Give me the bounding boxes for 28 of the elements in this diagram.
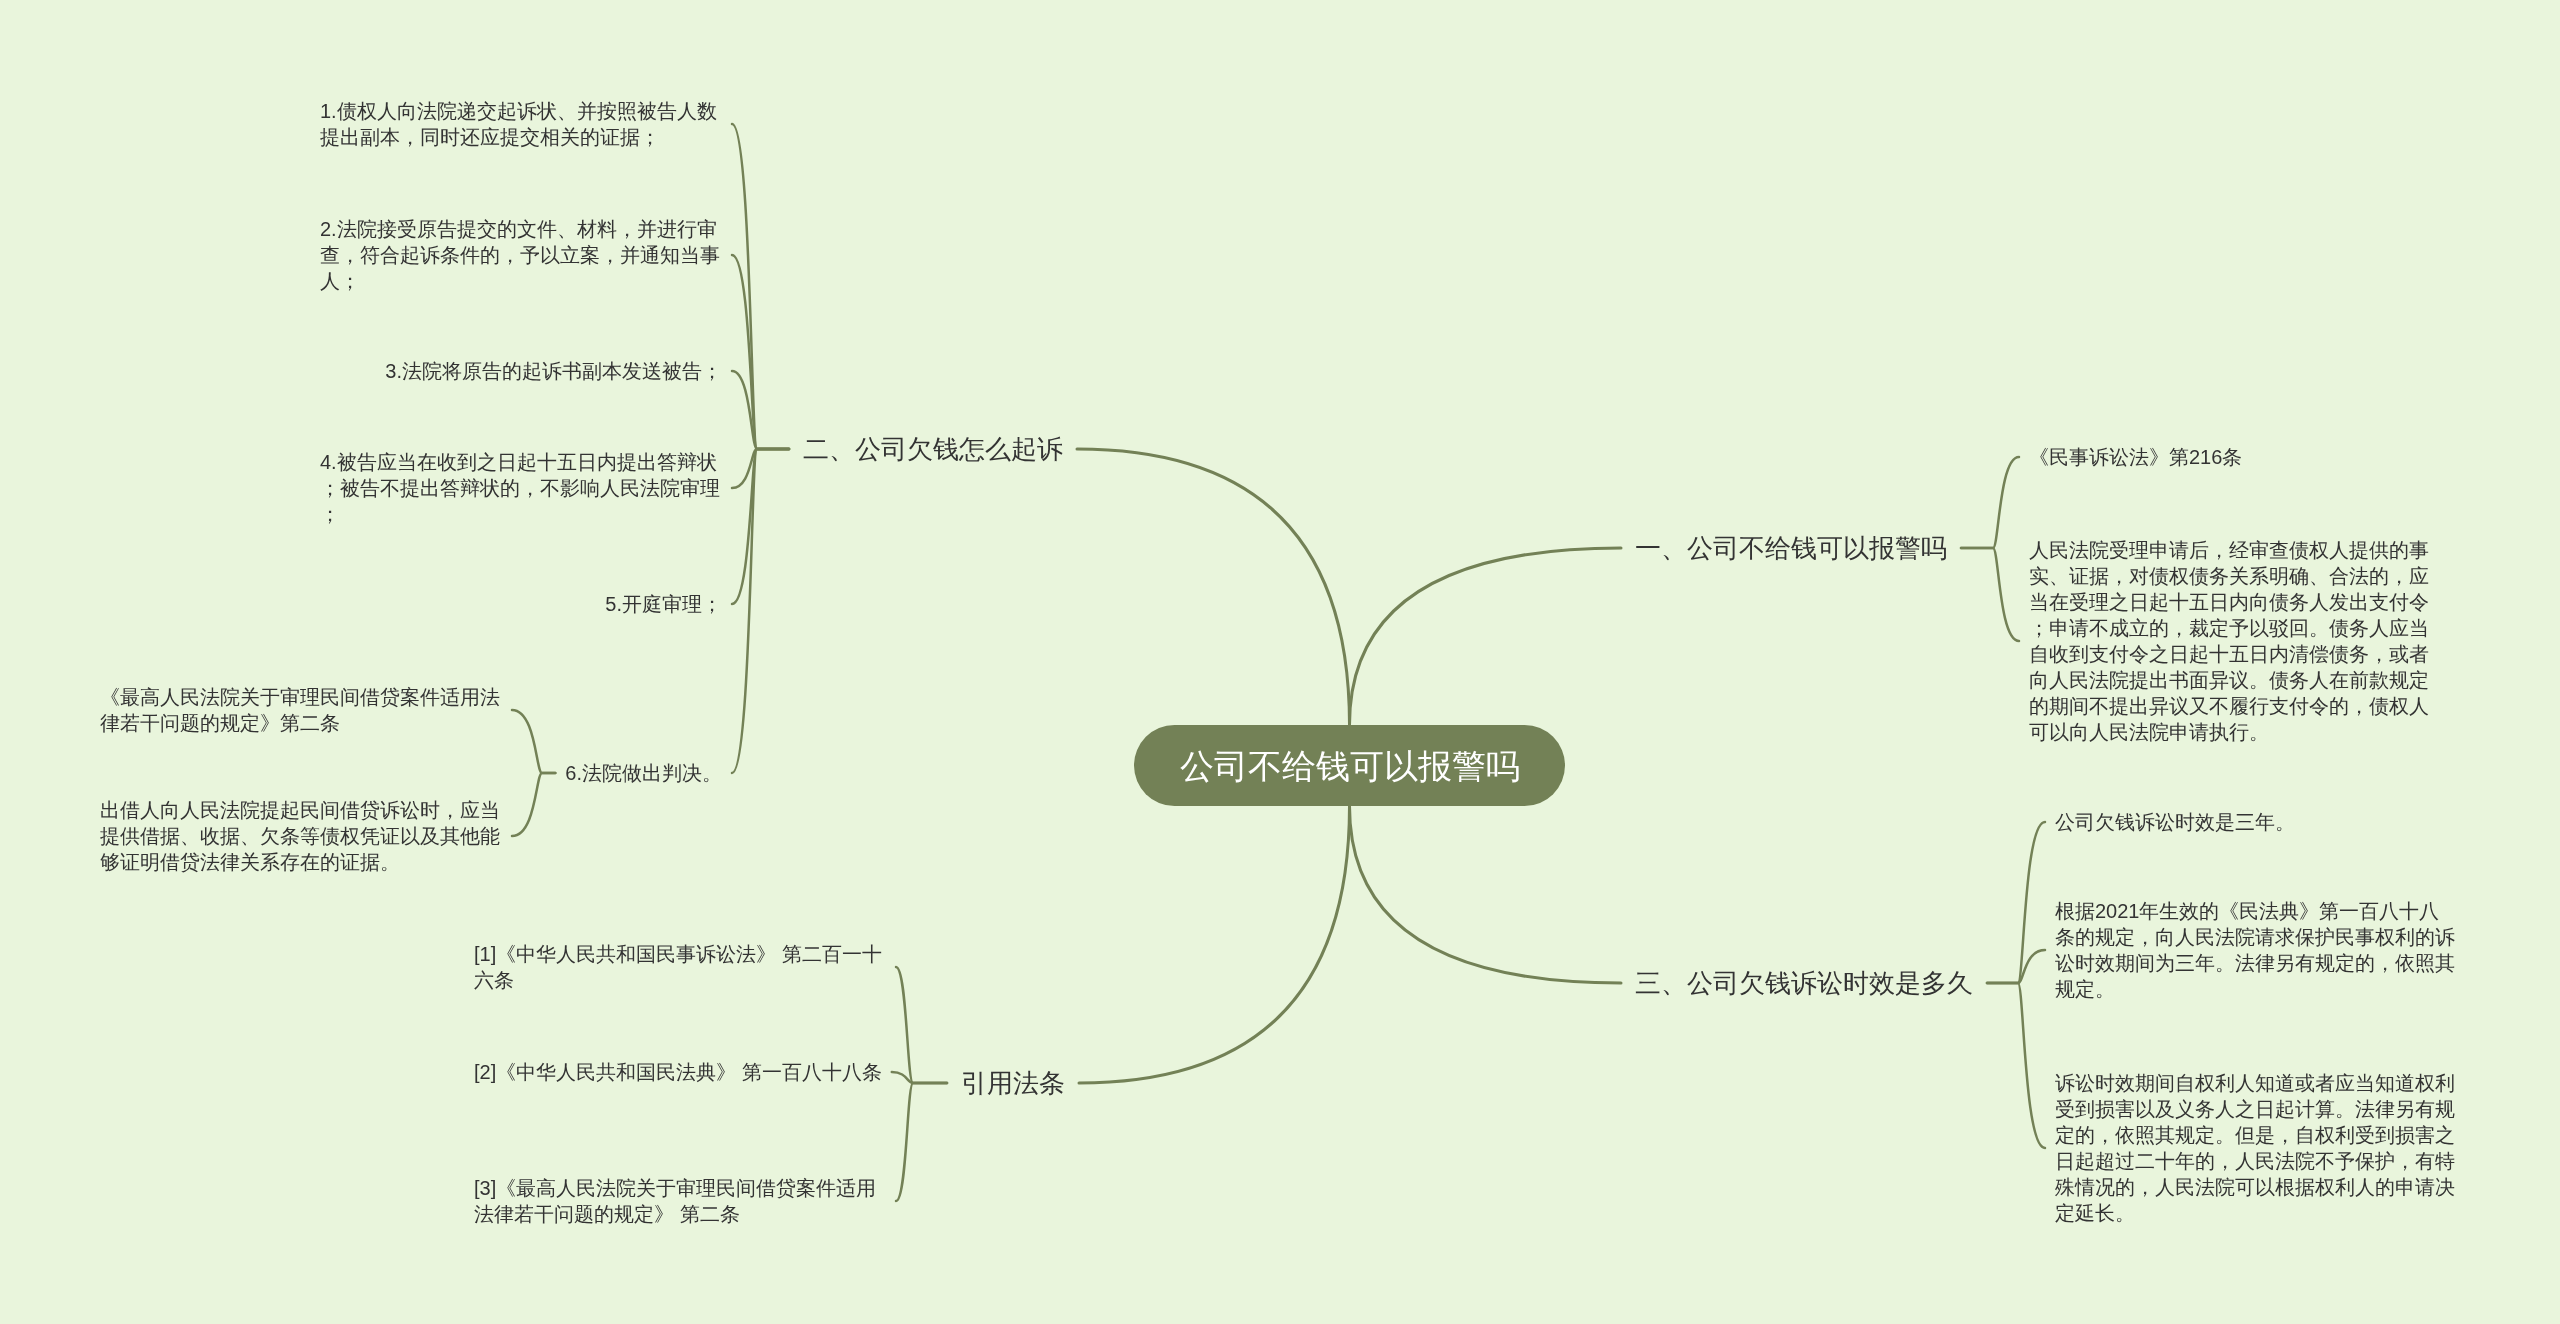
branch-line — [894, 1081, 949, 1203]
branch-line — [510, 771, 557, 838]
topic-label: 三、公司欠钱诉讼时效是多久 — [1621, 962, 1987, 1004]
note-text: 5.开庭审理； — [595, 588, 732, 620]
note-text: 出借人向人民法院提起民间借贷诉讼时，应当提供借据、收据、欠条等债权凭证以及其他能够证明借贷法律关系存在的证据。 — [90, 794, 512, 878]
note-text: 《民事诉讼法》第216条 — [2019, 441, 2253, 473]
note-text: [3]《最高人民法院关于审理民间借贷案件适用法律若干问题的规定》 第二条 — [464, 1172, 896, 1230]
note-text: 公司欠钱诉讼时效是三年。 — [2045, 806, 2305, 838]
topic-label: 一、公司不给钱可以报警吗 — [1621, 527, 1961, 569]
note-text: 诉讼时效期间自权利人知道或者应当知道权利受到损害以及义务人之日起计算。法律另有规定的，依照其规定。但是，自权利受到损害之日起超过二十年的，人民法院不予保护，有特殊情况的，人民法院可以根据权利人的申请决定延长。 — [2045, 1067, 2467, 1229]
note-text: [2]《中华人民共和国民法典》 第一百八十八条 — [464, 1056, 892, 1088]
topic-label: 引用法条 — [947, 1062, 1079, 1104]
note-text: 1.债权人向法院递交起诉状、并按照被告人数提出副本，同时还应提交相关的证据； — [310, 95, 732, 153]
branch-line — [1348, 546, 1623, 727]
branch-line — [1985, 981, 2047, 1150]
branch-line — [730, 447, 791, 775]
topic-label: 二、公司欠钱怎么起诉 — [789, 428, 1077, 470]
central-topic: 公司不给钱可以报警吗 — [1134, 725, 1565, 806]
note-text: 根据2021年生效的《民法典》第一百八十八条的规定，向人民法院请求保护民事权利的诉讼时效期间为三年。法律另有规定的，依照其规定。 — [2045, 895, 2467, 1005]
note-text: 2.法院接受原告提交的文件、材料，并进行审查，符合起诉条件的，予以立案，并通知当事人； — [310, 213, 732, 297]
note-text: 6.法院做出判决。 — [555, 757, 732, 789]
note-text: 《最高人民法院关于审理民间借贷案件适用法律若干问题的规定》第二条 — [90, 681, 512, 739]
note-text: 4.被告应当在收到之日起十五日内提出答辩状；被告不提出答辩状的，不影响人民法院审理； — [310, 446, 732, 530]
note-text: 3.法院将原告的起诉书副本发送被告； — [375, 355, 732, 387]
branch-line — [1959, 546, 2021, 643]
note-text: 人民法院受理申请后，经审查债权人提供的事实、证据，对债权债务关系明确、合法的，应当在受理之日起十五日内向债务人发出支付令；申请不成立的，裁定予以驳回。债务人应当自收到支付令之日起十五日内清偿债务，或者向人民法院提出书面异议。债务人在前款规定的期间不提出异议又不履行支付令的，债权人可以向人民法院申请执行。 — [2019, 534, 2441, 748]
note-text: [1]《中华人民共和国民事诉讼法》 第二百一十六条 — [464, 938, 896, 996]
branch-line — [1077, 804, 1351, 1085]
